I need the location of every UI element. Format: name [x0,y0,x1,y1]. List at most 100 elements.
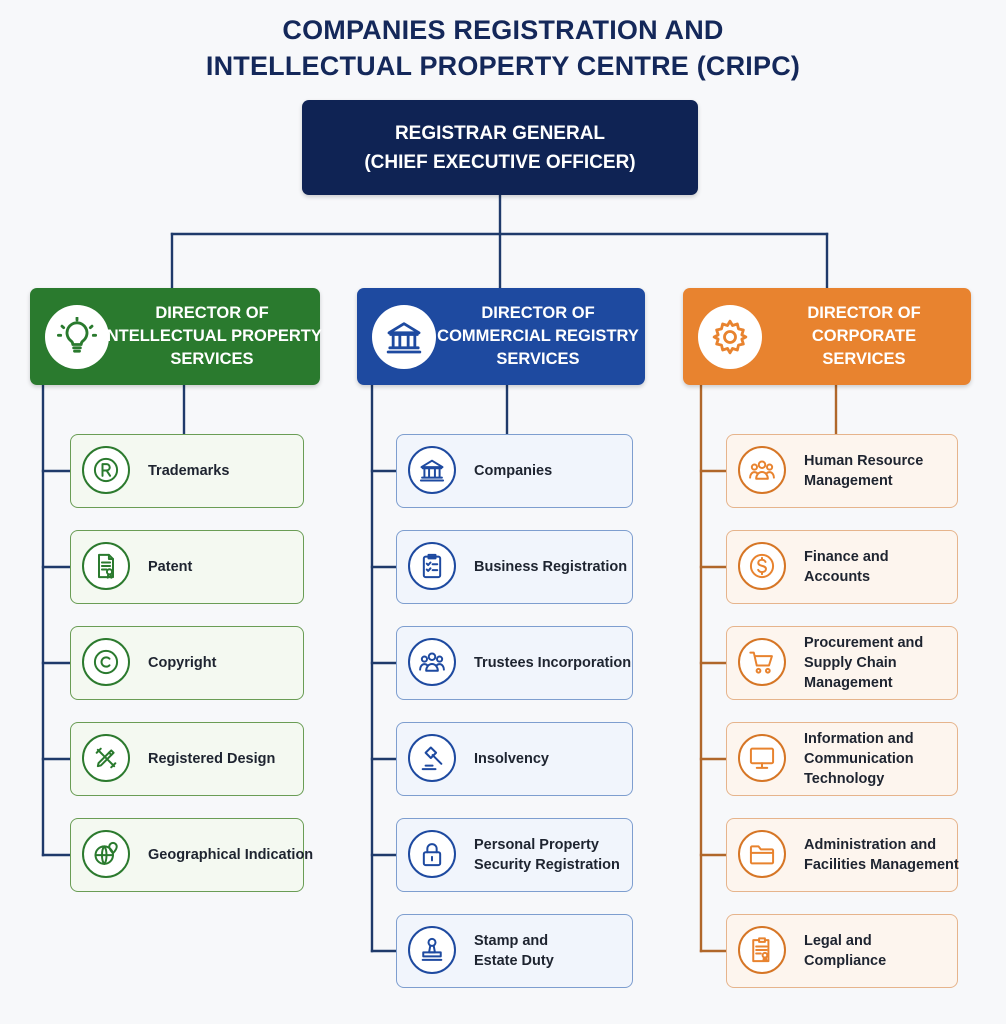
legal-document-icon [738,926,786,974]
registrar-title: REGISTRAR GENERAL [394,122,606,144]
unit-insolvency: Insolvency [396,722,633,796]
rubber-stamp-icon [408,926,456,974]
director-intellectual-property-services-box: DIRECTOR OF INTELLECTUAL PROPERTY SERVICES [30,288,322,385]
unit-label: Patent [148,531,297,603]
unit-label: Geographical Indication [148,819,314,891]
unit-label-line: Insolvency [474,751,549,767]
unit-business-registration: Business Registration [396,530,633,604]
unit-label-line: Estate Duty [474,953,554,969]
director-title-line: SERVICES [170,350,254,368]
unit-label-line: Technology [804,771,885,787]
unit-label-line: Accounts [804,569,871,585]
unit-label-line: Legal and [804,933,872,949]
bank-building-icon [408,446,456,494]
copyright-icon [82,638,130,686]
director-title-line: DIRECTOR OF [155,304,269,322]
people-group-icon [738,446,786,494]
unit-label-line: Supply Chain [804,655,897,671]
unit-label: Trustees Incorporation [474,627,632,699]
unit-label-line: Compliance [804,953,887,969]
folder-icon [738,830,786,878]
unit-label: Business Registration [474,531,628,603]
unit-geographical-indication: Geographical Indication [70,818,314,892]
unit-companies: Companies [396,434,633,508]
unit-label-line: Communication [804,751,914,767]
unit-label-line: Patent [148,559,193,575]
unit-copyright: Copyright [70,626,304,700]
director-commercial-registry-services-box: DIRECTOR OF COMMERCIAL REGISTRY SERVICES [357,288,645,385]
registrar-general-box: REGISTRAR GENERAL (CHIEF EXECUTIVE OFFIC… [302,100,698,195]
unit-label-line: Management [804,473,893,489]
monitor-icon [738,734,786,782]
patent-document-icon [82,542,130,590]
unit-label-line: Facilities Management [804,857,959,873]
unit-label: Trademarks [148,435,297,507]
unit-label-line: Personal Property [474,837,599,853]
director-title-line: DIRECTOR OF [481,304,595,322]
gavel-icon [408,734,456,782]
unit-label: Registered Design [148,723,297,795]
unit-label-line: Registered Design [148,751,276,767]
clipboard-checklist-icon [408,542,456,590]
unit-label-line: Stamp and [474,933,549,949]
unit-label-line: Business Registration [474,559,628,575]
globe-pin-icon [82,830,130,878]
unit-label-line: Human Resource [804,453,924,469]
unit-label-line: Trustees Incorporation [474,655,632,671]
director-commercial-registry-services-title: DIRECTOR OF COMMERCIAL REGISTRY SERVICES [437,288,639,385]
unit-trustees-incorporation: Trustees Incorporation [396,626,633,700]
unit-label-line: Finance and [804,549,889,565]
unit-label: Companies [474,435,626,507]
director-title-line: DIRECTOR OF [807,304,921,322]
director-title-line: CORPORATE [811,327,917,345]
director-title-line: COMMERCIAL REGISTRY [437,327,639,345]
unit-registered-design: Registered Design [70,722,304,796]
unit-label-line: Management [804,675,893,691]
director-title-line: SERVICES [822,350,906,368]
gear-icon [698,305,762,369]
chart-title: COMPANIES REGISTRATION AND INTELLECTUAL … [0,12,1006,84]
dollar-icon [738,542,786,590]
unit-label-line: Security Registration [474,857,620,873]
director-title-line: INTELLECTUAL PROPERTY [102,327,322,345]
bank-building-icon [372,305,436,369]
unit-label-line: Geographical Indication [148,847,314,863]
title-line-1: COMPANIES REGISTRATION AND [282,15,724,45]
unit-label-line: Information and [804,731,914,747]
director-corporate-services-box: DIRECTOR OF CORPORATE SERVICES [683,288,971,385]
padlock-icon [408,830,456,878]
people-group-icon [408,638,456,686]
unit-label: Copyright [148,627,297,699]
unit-label-line: Companies [474,463,553,479]
director-intellectual-property-services-title: DIRECTOR OF INTELLECTUAL PROPERTY SERVICES [102,288,322,385]
title-line-2: INTELLECTUAL PROPERTY CENTRE (CRIPC) [205,51,801,81]
lightbulb-icon [45,305,109,369]
registered-trademark-icon [82,446,130,494]
registrar-subtitle: (CHIEF EXECUTIVE OFFICER) [364,151,636,173]
unit-label-line: Copyright [148,655,217,671]
shopping-cart-icon [738,638,786,686]
unit-label-line: Procurement and [804,635,924,651]
director-title-line: SERVICES [496,350,580,368]
unit-trademarks: Trademarks [70,434,304,508]
design-tools-icon [82,734,130,782]
unit-patent: Patent [70,530,304,604]
unit-label: Insolvency [474,723,626,795]
unit-label-line: Trademarks [148,463,230,479]
